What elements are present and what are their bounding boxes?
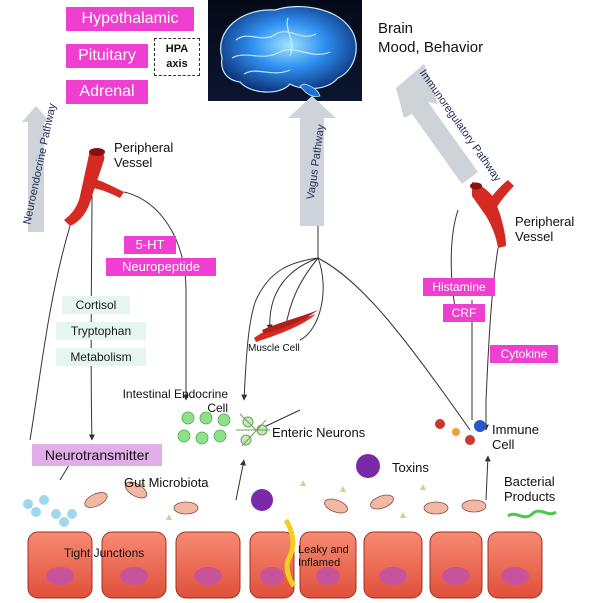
- neurotransmitter-label: Neurotransmitter: [44, 447, 150, 463]
- pituitary-box: Pituitary: [66, 44, 148, 68]
- brain-title: Brain: [378, 20, 414, 37]
- tryptophan-box: Tryptophan: [56, 322, 146, 340]
- neurotransmitter-box: Neurotransmitter: [32, 444, 162, 466]
- toxins-label: Toxins: [392, 460, 429, 475]
- tryptophan-label: Tryptophan: [70, 324, 132, 338]
- enteric-neurons-label: Enteric Neurons: [272, 425, 366, 440]
- left-vessel-label: Peripheral Vessel: [114, 140, 174, 170]
- left-vessel-image: [64, 148, 124, 226]
- endocrine-cells-image: [177, 411, 231, 445]
- 5ht-label: 5-HT: [135, 237, 165, 252]
- neuropeptide-label: Neuropeptide: [121, 259, 201, 274]
- crf-box: CRF: [443, 304, 485, 322]
- hypothalamic-box: Hypothalamic: [66, 7, 194, 31]
- immune-cell-label: Immune Cell: [492, 422, 539, 452]
- brain-subtitle: Mood, Behavior: [378, 39, 484, 56]
- hpa-axis-box: HPA axis: [154, 38, 200, 76]
- histamine-box: Histamine: [423, 278, 495, 296]
- neuroendocrine-arrow: [22, 106, 50, 232]
- metabolism-box: Metabolism: [56, 348, 146, 366]
- leaky-inflamed-label: Leaky and Inflamed: [298, 544, 349, 569]
- epithelium-image: [27, 518, 543, 599]
- cytokine-box: Cytokine: [490, 345, 558, 363]
- adrenal-box: Adrenal: [66, 80, 148, 104]
- histamine-label: Histamine: [432, 280, 486, 294]
- hpa-axis-label: HPA axis: [165, 43, 189, 70]
- cortisol-label: Cortisol: [75, 298, 117, 312]
- cortisol-box: Cortisol: [62, 296, 130, 314]
- right-vessel-image: [470, 180, 514, 248]
- pituitary-label: Pituitary: [78, 47, 136, 64]
- cytokine-label: Cytokine: [500, 347, 548, 361]
- enteric-neurons-image: [236, 413, 270, 447]
- muscle-cell-image: [254, 310, 318, 342]
- intestinal-endocrine-cell-label: Intestinal Endocrine Cell: [122, 387, 228, 415]
- neuropeptide-box: Neuropeptide: [106, 258, 216, 276]
- immunoregulatory-arrow: [396, 64, 478, 184]
- gut-microbiota-label: Gut Microbiota: [124, 475, 209, 490]
- adrenal-label: Adrenal: [79, 83, 135, 100]
- immune-cells-image: [435, 419, 486, 445]
- right-vessel-label: Peripheral Vessel: [515, 214, 575, 244]
- brain-image: [208, 0, 362, 101]
- vagus-arrow: [288, 96, 336, 226]
- hypothalamic-label: Hypothalamic: [81, 10, 179, 27]
- bacteria-image: [23, 480, 557, 527]
- 5ht-box: 5-HT: [124, 236, 176, 254]
- tight-junctions-label: Tight Junctions: [64, 546, 145, 560]
- metabolism-label: Metabolism: [70, 350, 132, 364]
- crf-label: CRF: [451, 306, 477, 320]
- muscle-cell-label: Muscle Cell: [248, 343, 300, 354]
- bacterial-products-label: Bacterial Products: [504, 474, 556, 504]
